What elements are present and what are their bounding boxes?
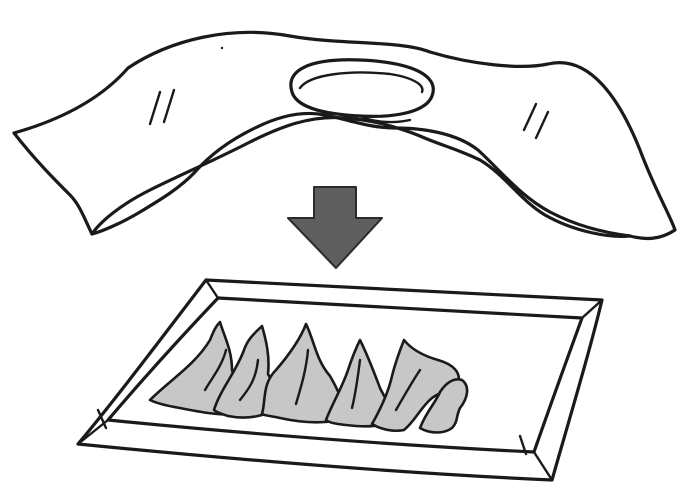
down-arrow-shape: [288, 187, 382, 268]
tray-icon: [78, 280, 602, 480]
leaves-icon: [150, 322, 467, 433]
tray-bevel-br: [534, 452, 552, 480]
cloth-speck: [221, 47, 223, 49]
tray-bevel-tl: [206, 280, 218, 298]
down-arrow-icon: [288, 187, 382, 268]
